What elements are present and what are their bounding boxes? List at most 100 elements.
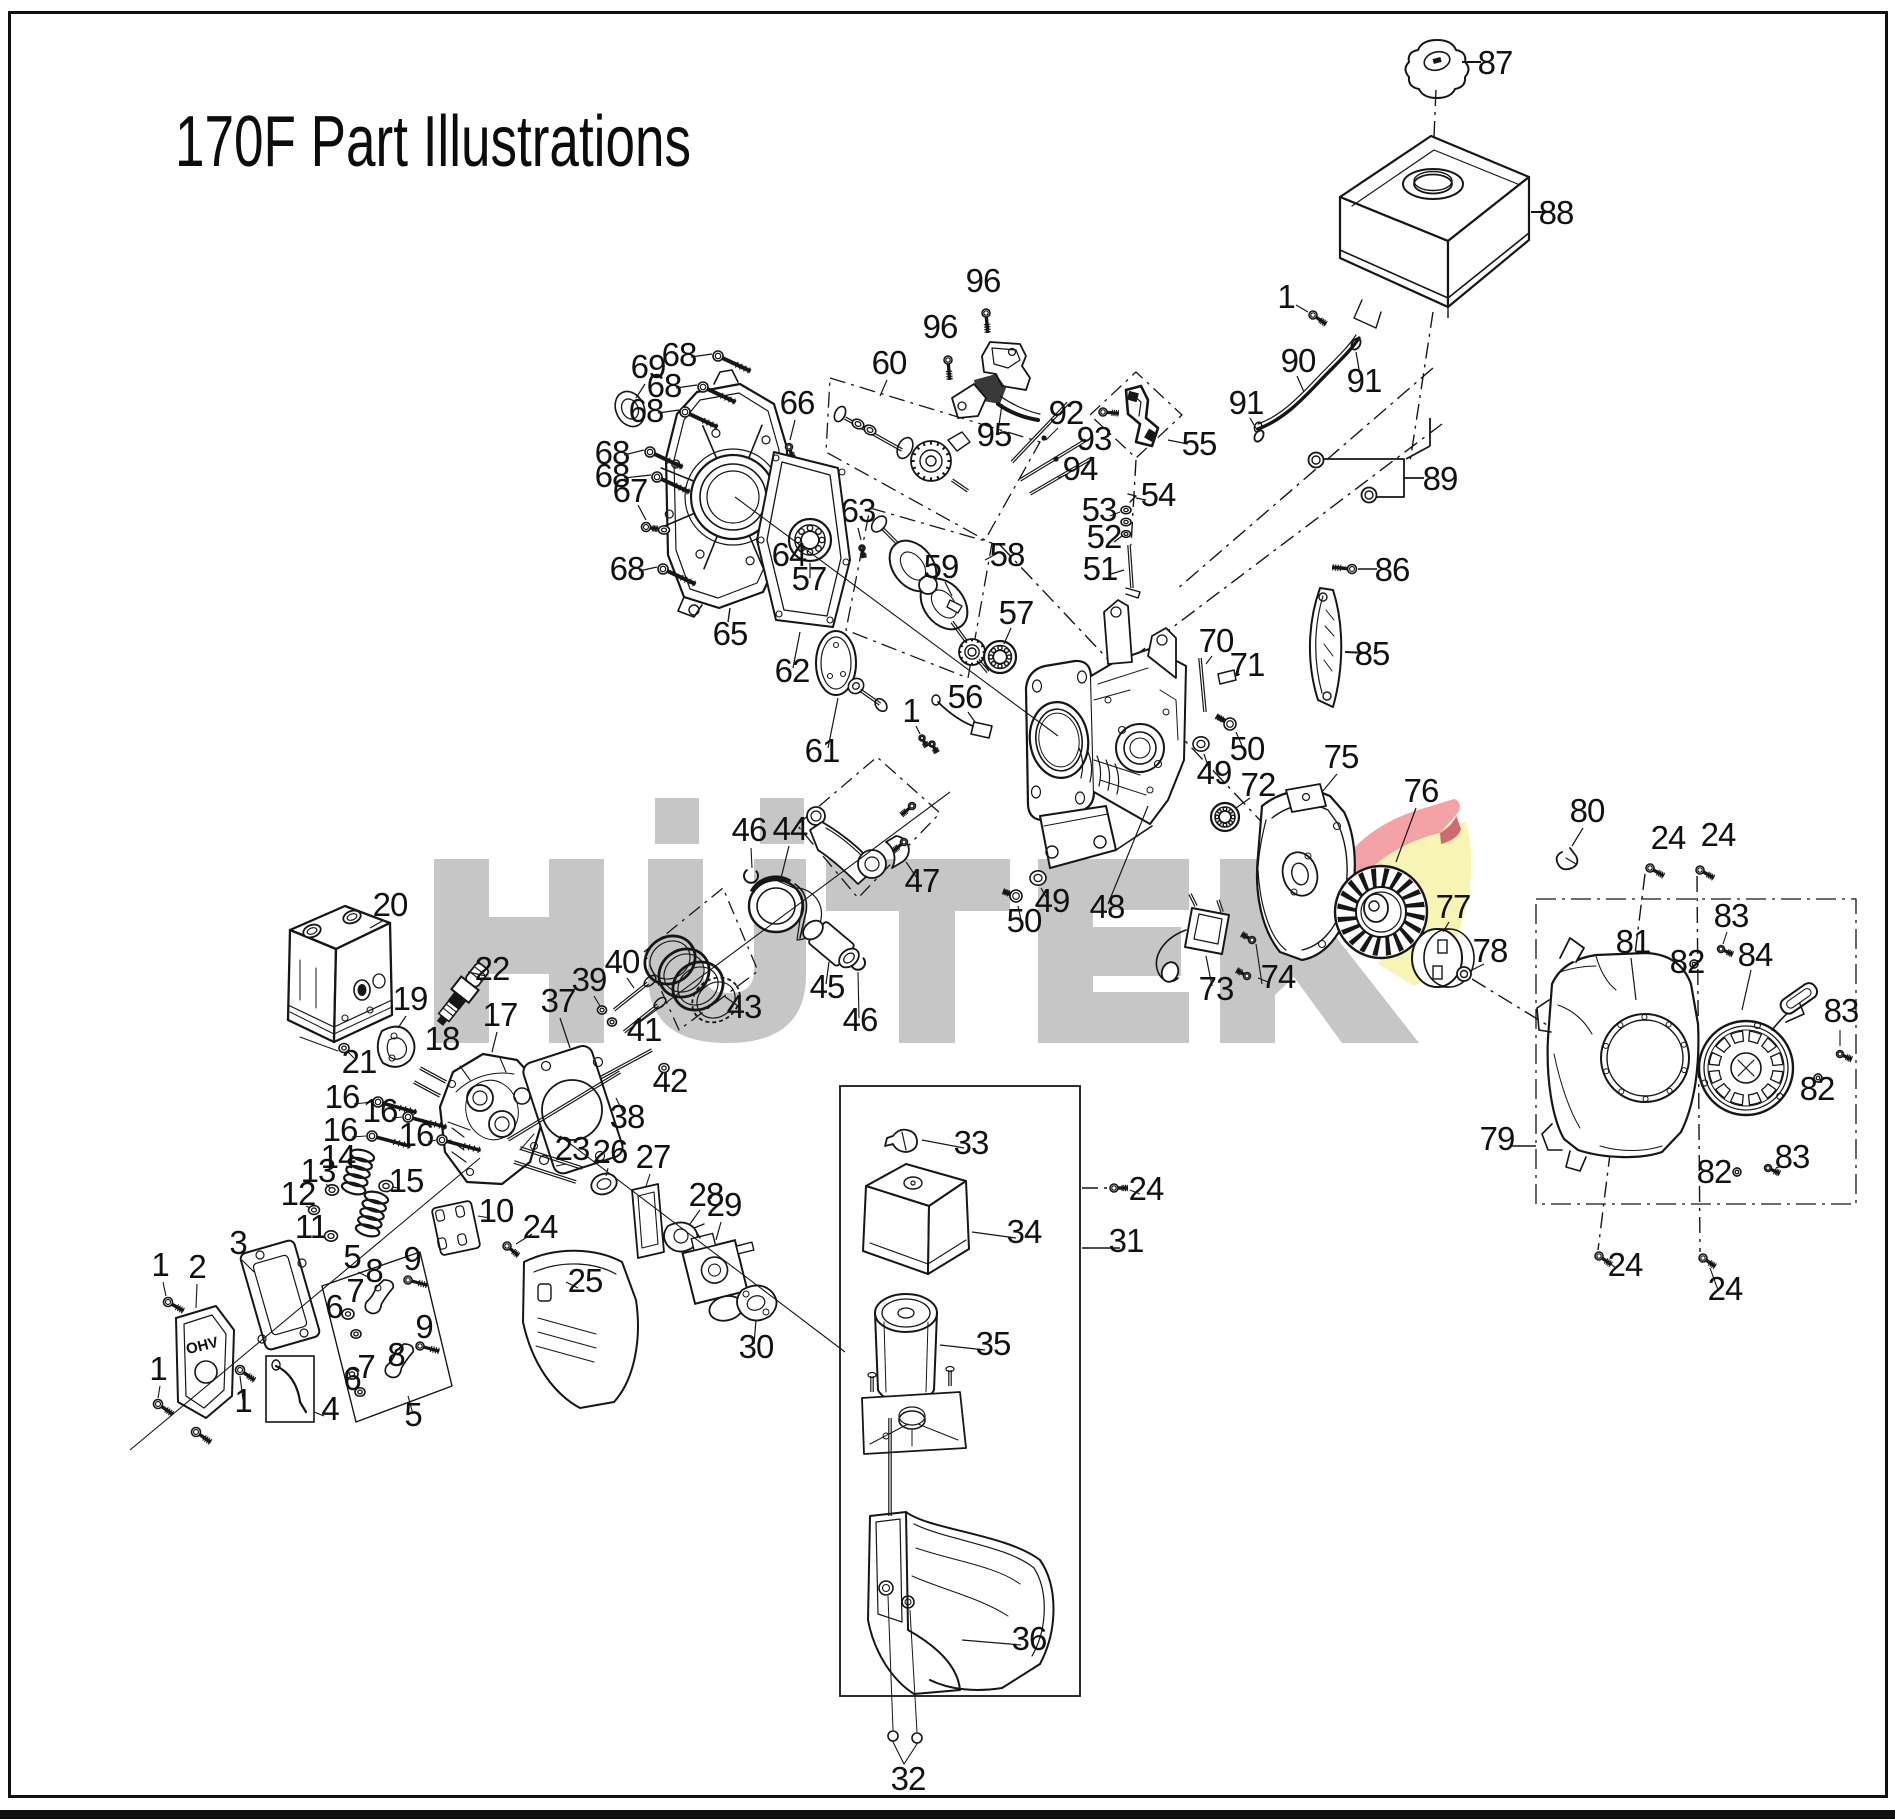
svg-text:24: 24 — [1651, 819, 1686, 856]
svg-text:3: 3 — [229, 1224, 246, 1261]
svg-text:82: 82 — [1800, 1070, 1835, 1107]
svg-text:22: 22 — [475, 950, 510, 987]
svg-text:68: 68 — [647, 367, 682, 404]
svg-text:48: 48 — [1090, 888, 1125, 925]
svg-text:9: 9 — [415, 1308, 432, 1345]
svg-text:5: 5 — [343, 1238, 360, 1275]
svg-text:15: 15 — [389, 1162, 424, 1199]
svg-text:86: 86 — [1375, 551, 1410, 588]
svg-text:93: 93 — [1077, 420, 1112, 457]
svg-text:70: 70 — [1199, 622, 1234, 659]
svg-text:52: 52 — [1087, 518, 1122, 555]
svg-text:79: 79 — [1480, 1120, 1515, 1157]
svg-text:1: 1 — [1277, 278, 1294, 315]
svg-text:23: 23 — [555, 1130, 590, 1167]
svg-text:49: 49 — [1197, 754, 1232, 791]
svg-text:24: 24 — [1129, 1170, 1164, 1207]
svg-text:13: 13 — [301, 1152, 336, 1189]
svg-text:50: 50 — [1007, 902, 1042, 939]
svg-text:57: 57 — [999, 594, 1034, 631]
svg-text:1: 1 — [151, 1246, 168, 1283]
svg-text:76: 76 — [1404, 772, 1439, 809]
svg-text:24: 24 — [523, 1208, 558, 1245]
svg-text:7: 7 — [346, 1272, 363, 1309]
svg-text:35: 35 — [976, 1325, 1011, 1362]
svg-text:82: 82 — [1670, 943, 1705, 980]
svg-text:85: 85 — [1355, 635, 1390, 672]
svg-text:68: 68 — [629, 392, 664, 429]
svg-text:6: 6 — [325, 1288, 342, 1325]
svg-text:44: 44 — [773, 810, 808, 847]
svg-text:69: 69 — [631, 348, 666, 385]
svg-text:63: 63 — [841, 492, 876, 529]
svg-text:90: 90 — [1281, 342, 1316, 379]
svg-text:11: 11 — [295, 1208, 327, 1245]
svg-text:95: 95 — [977, 416, 1012, 453]
svg-text:24: 24 — [1708, 1270, 1743, 1307]
svg-text:91: 91 — [1347, 362, 1382, 399]
svg-text:62: 62 — [775, 652, 810, 689]
svg-text:5: 5 — [404, 1396, 421, 1433]
svg-text:91: 91 — [1229, 384, 1264, 421]
svg-text:16: 16 — [325, 1078, 360, 1115]
svg-text:31: 31 — [1109, 1222, 1144, 1259]
svg-text:68: 68 — [662, 336, 697, 373]
svg-text:54: 54 — [1141, 476, 1176, 513]
svg-text:8: 8 — [365, 1252, 382, 1289]
svg-text:1: 1 — [902, 692, 919, 729]
svg-text:66: 66 — [780, 384, 815, 421]
svg-text:68: 68 — [610, 550, 645, 587]
svg-text:92: 92 — [1049, 394, 1084, 431]
svg-text:53: 53 — [1082, 491, 1117, 528]
svg-text:43: 43 — [727, 988, 762, 1025]
svg-text:81: 81 — [1616, 923, 1651, 960]
svg-text:78: 78 — [1473, 932, 1508, 969]
svg-text:36: 36 — [1012, 1620, 1047, 1657]
svg-text:28: 28 — [689, 1176, 724, 1213]
svg-text:71: 71 — [1230, 646, 1265, 683]
svg-text:38: 38 — [610, 1098, 645, 1135]
svg-text:60: 60 — [872, 344, 907, 381]
svg-text:18: 18 — [425, 1020, 460, 1057]
svg-text:84: 84 — [1738, 936, 1773, 973]
svg-text:34: 34 — [1007, 1213, 1042, 1250]
svg-text:33: 33 — [954, 1124, 989, 1161]
svg-text:72: 72 — [1241, 766, 1276, 803]
svg-text:82: 82 — [1697, 1153, 1732, 1190]
svg-text:80: 80 — [1570, 792, 1605, 829]
svg-text:4: 4 — [321, 1390, 339, 1427]
svg-text:24: 24 — [1701, 816, 1736, 853]
svg-text:83: 83 — [1714, 897, 1749, 934]
svg-text:27: 27 — [636, 1138, 671, 1175]
svg-text:56: 56 — [948, 678, 983, 715]
svg-text:83: 83 — [1775, 1138, 1810, 1175]
svg-text:55: 55 — [1182, 425, 1217, 462]
svg-text:50: 50 — [1230, 730, 1265, 767]
svg-text:2: 2 — [188, 1248, 205, 1285]
svg-text:20: 20 — [373, 886, 408, 923]
svg-text:19: 19 — [393, 980, 428, 1017]
svg-text:67: 67 — [613, 472, 648, 509]
svg-text:17: 17 — [483, 996, 518, 1033]
svg-text:29: 29 — [707, 1186, 742, 1223]
svg-text:68: 68 — [595, 434, 630, 471]
svg-text:40: 40 — [605, 943, 640, 980]
svg-text:24: 24 — [1608, 1246, 1643, 1283]
svg-text:170F Part Illustrations: 170F Part Illustrations — [175, 102, 691, 182]
svg-text:16: 16 — [323, 1111, 358, 1148]
svg-text:83: 83 — [1824, 992, 1859, 1029]
svg-text:59: 59 — [924, 548, 959, 585]
svg-text:87: 87 — [1478, 44, 1513, 81]
svg-text:16: 16 — [399, 1116, 434, 1153]
svg-text:46: 46 — [843, 1001, 878, 1038]
svg-text:32: 32 — [891, 1760, 926, 1797]
svg-text:94: 94 — [1063, 450, 1098, 487]
svg-text:9: 9 — [403, 1240, 420, 1277]
svg-text:77: 77 — [1436, 888, 1471, 925]
svg-text:14: 14 — [321, 1138, 356, 1175]
svg-text:1: 1 — [149, 1350, 166, 1387]
svg-text:41: 41 — [627, 1011, 662, 1048]
svg-text:96: 96 — [966, 262, 1001, 299]
svg-text:73: 73 — [1199, 970, 1234, 1007]
svg-text:16: 16 — [363, 1092, 398, 1129]
